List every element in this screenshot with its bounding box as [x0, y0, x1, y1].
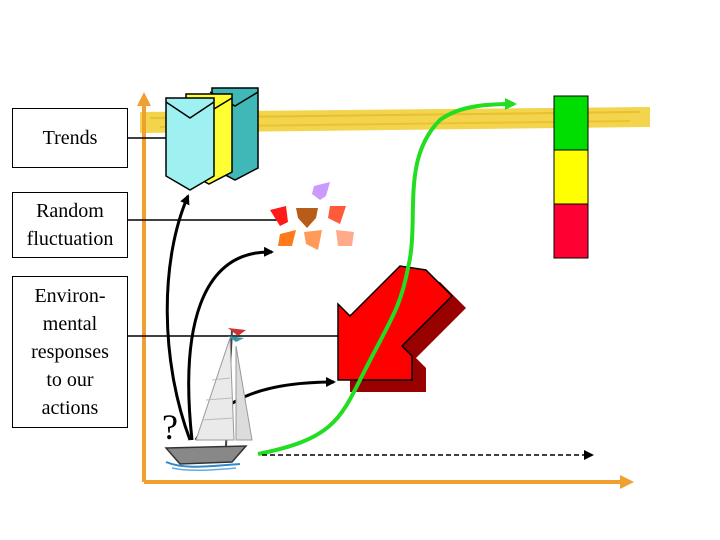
scattered-arrows-icon: [270, 182, 354, 250]
question-mark: ?: [162, 407, 178, 447]
axes: [137, 92, 634, 489]
environmental-responses-label: Environ- mental responses to our actions: [31, 285, 109, 419]
trends-label-box: Trends: [12, 108, 128, 168]
random-fluctuation-label: Random fluctuation: [26, 200, 114, 250]
trends-label: Trends: [42, 127, 98, 149]
big-red-arrow-icon: [337, 265, 466, 392]
traffic-light-icon: [553, 95, 589, 259]
environmental-responses-label-box: Environ- mental responses to our actions: [12, 276, 128, 428]
random-fluctuation-label-box: Random fluctuation: [12, 192, 128, 258]
green-trajectory-curve: [257, 98, 517, 456]
book-stack-icon: [165, 87, 259, 191]
sailboat-icon: [164, 328, 253, 472]
